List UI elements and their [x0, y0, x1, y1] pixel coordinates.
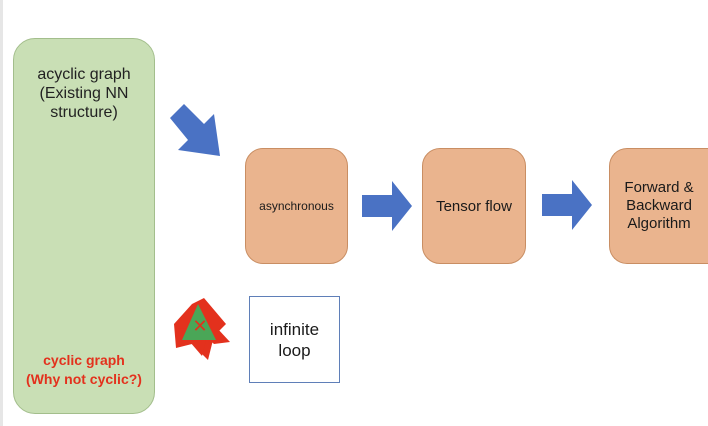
- right-arrow-icon: [542, 180, 592, 230]
- cyclic-graph-label: cyclic graph (Why not cyclic?): [26, 352, 142, 387]
- page-edge-line: [0, 0, 3, 426]
- forward-backward-algorithm-box: Forward & Backward Algorithm: [609, 148, 708, 264]
- diagonal-arrow-icon: [170, 104, 220, 156]
- right-arrow-icon: [362, 181, 412, 231]
- infinite-loop-box: infinite loop: [249, 296, 340, 383]
- asynchronous-box: asynchronous: [245, 148, 348, 264]
- graph-type-panel: acyclic graph (Existing NN structure) cy…: [13, 38, 155, 414]
- svg-text:✕: ✕: [192, 316, 207, 337]
- acyclic-graph-label: acyclic graph (Existing NN structure): [37, 66, 131, 121]
- crossed-cycle-icon: ✕: [174, 298, 230, 360]
- tensor-flow-box: Tensor flow: [422, 148, 526, 264]
